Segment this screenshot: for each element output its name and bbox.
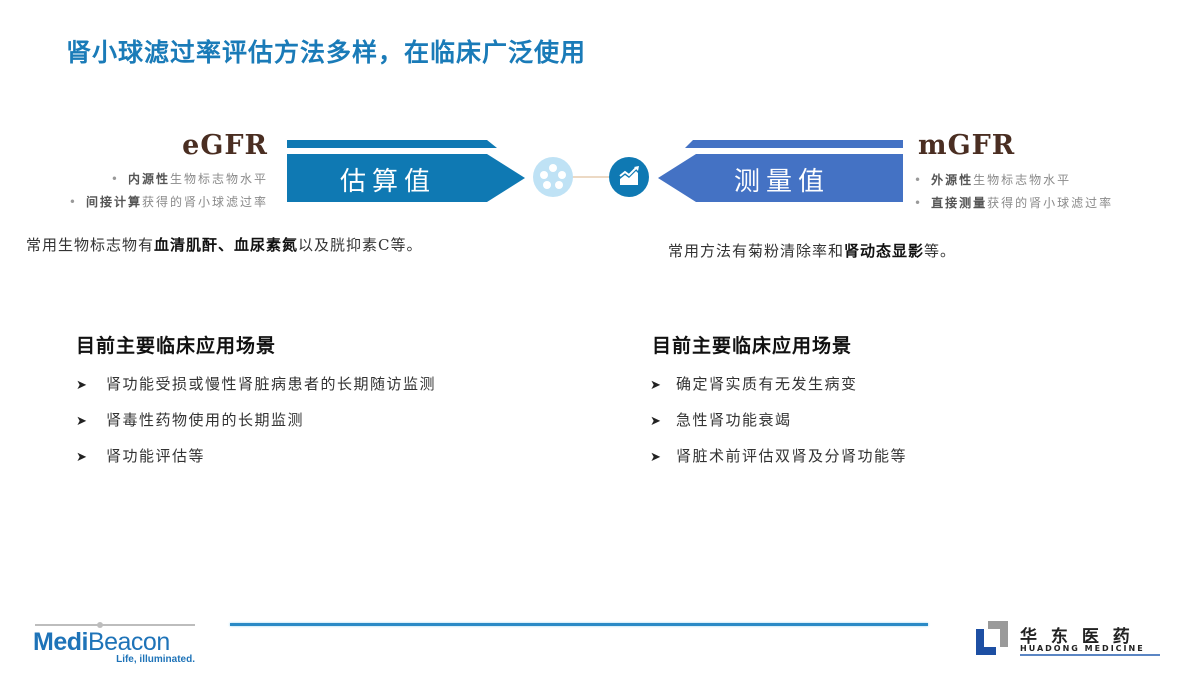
mgfr-note: 常用方法有菊粉清除率和肾动态显影等。 bbox=[668, 242, 957, 260]
egfr-banner-text: 估算值 bbox=[340, 167, 437, 197]
list-item: ➤肾功能评估等 bbox=[76, 438, 436, 474]
trend-chart-icon bbox=[609, 157, 649, 197]
mgfr-label: mGFR bbox=[918, 130, 1016, 161]
list-item: ➤肾脏术前评估双肾及分肾功能等 bbox=[650, 438, 907, 474]
page-title: 肾小球滤过率评估方法多样，在临床广泛使用 bbox=[66, 38, 587, 67]
arrow-bullet-icon: ➤ bbox=[76, 450, 89, 465]
arrow-bullet-icon: ➤ bbox=[650, 378, 663, 393]
mgfr-scenarios-list: ➤确定肾实质有无发生病变 ➤急性肾功能衰竭 ➤肾脏术前评估双肾及分肾功能等 bbox=[650, 366, 907, 474]
egfr-bullet-2: •间接计算获得的肾小球滤过率 bbox=[68, 195, 268, 209]
huadong-logo: 华 东 医 药 HUADONG MEDICINE bbox=[976, 620, 1166, 660]
mgfr-scenarios-title: 目前主要临床应用场景 bbox=[652, 335, 853, 357]
egfr-note: 常用生物标志物有血清肌酐、血尿素氮以及胱抑素C等。 bbox=[26, 236, 423, 254]
connector-line bbox=[571, 176, 611, 178]
arrow-bullet-icon: ➤ bbox=[650, 450, 663, 465]
arrow-bullet-icon: ➤ bbox=[76, 378, 89, 393]
mgfr-banner-arrow bbox=[658, 140, 903, 202]
list-item: ➤肾功能受损或慢性肾脏病患者的长期随访监测 bbox=[76, 366, 436, 402]
egfr-scenarios-list: ➤肾功能受损或慢性肾脏病患者的长期随访监测 ➤肾毒性药物使用的长期监测 ➤肾功能… bbox=[76, 366, 436, 474]
egfr-label: eGFR bbox=[182, 130, 268, 161]
list-item: ➤急性肾功能衰竭 bbox=[650, 402, 907, 438]
egfr-banner-arrow bbox=[287, 140, 525, 202]
mgfr-bullet-1: •外源性生物标志物水平 bbox=[914, 173, 1072, 187]
arrow-bullet-icon: ➤ bbox=[76, 414, 89, 429]
huadong-mark-icon bbox=[976, 621, 1008, 655]
egfr-bullet-1: •内源性生物标志物水平 bbox=[110, 172, 268, 186]
footer-divider bbox=[230, 623, 928, 626]
mgfr-banner-text: 测量值 bbox=[734, 167, 831, 197]
medibeacon-logo: MediBeacon Life, illuminated. bbox=[33, 622, 197, 665]
dots-circle-icon bbox=[533, 157, 573, 197]
list-item: ➤肾毒性药物使用的长期监测 bbox=[76, 402, 436, 438]
mgfr-bullet-2: •直接测量获得的肾小球滤过率 bbox=[914, 196, 1114, 210]
list-item: ➤确定肾实质有无发生病变 bbox=[650, 366, 907, 402]
egfr-scenarios-title: 目前主要临床应用场景 bbox=[76, 335, 277, 357]
arrow-bullet-icon: ➤ bbox=[650, 414, 663, 429]
